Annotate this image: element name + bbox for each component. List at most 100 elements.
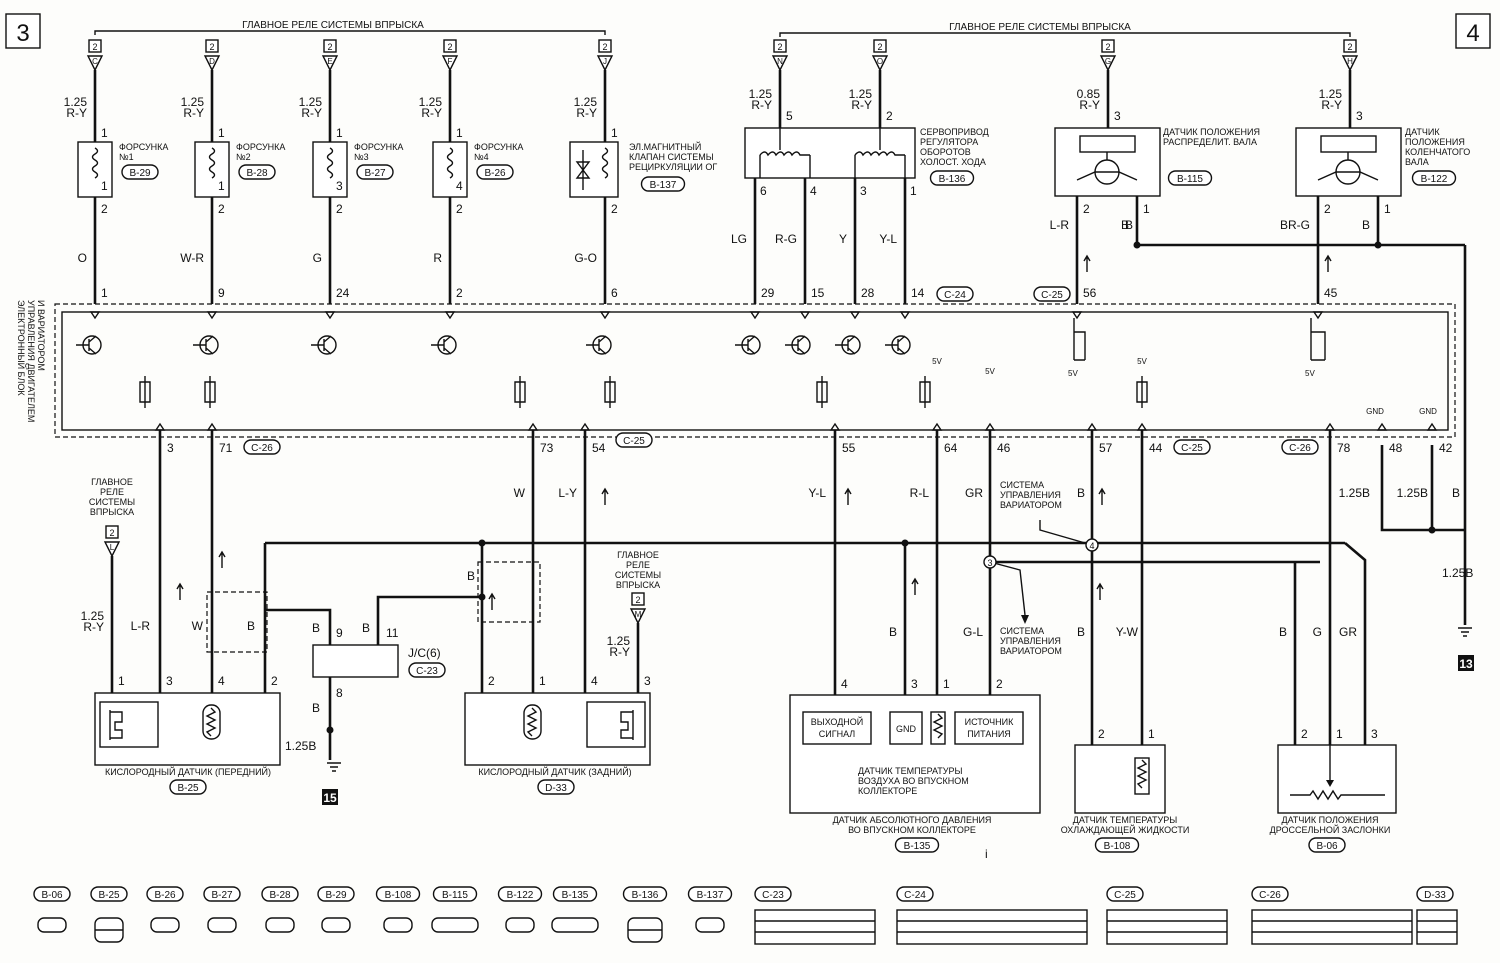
ecu-5v: 5V <box>1137 357 1147 366</box>
pin-label: 6 <box>760 184 767 198</box>
connector-tag <box>615 432 653 448</box>
connector-tag-text: C-24 <box>944 290 966 301</box>
relay-egr-pin <box>596 55 614 72</box>
wire-color: B <box>312 701 320 715</box>
relay-B-122-pin-letter: H <box>1347 57 1353 66</box>
pin-label: 2 <box>101 202 108 216</box>
pin-label: 1 <box>910 184 917 198</box>
legend-connector-tag-text: B-115 <box>442 890 468 901</box>
svg-text:ДАТЧИК ТЕМПЕРАТУРЫ: ДАТЧИК ТЕМПЕРАТУРЫ <box>858 766 962 776</box>
pin-label: 4 <box>591 674 598 688</box>
ecu-pin: 3 <box>167 441 174 455</box>
legend-connector-tag <box>261 886 299 902</box>
pin-label: 1 <box>1336 727 1343 741</box>
injector-name: ФОРСУНКА <box>354 142 403 152</box>
wire-color: R-L <box>910 486 930 500</box>
wire-color: B <box>1362 218 1370 232</box>
pin-label: 2 <box>271 674 278 688</box>
legend-connector-tag <box>90 886 128 902</box>
svg-text:ВО ВПУСКНОМ КОЛЛЕКТОРЕ: ВО ВПУСКНОМ КОЛЛЕКТОРЕ <box>848 825 976 835</box>
wire-size-label: 0.85 <box>1077 87 1101 101</box>
relay-injector-4-pin <box>441 55 459 72</box>
svg-text:ДАТЧИК ПОЛОЖЕНИЯ: ДАТЧИК ПОЛОЖЕНИЯ <box>1282 815 1379 825</box>
ground-15: 15 <box>322 762 341 805</box>
pin-label: 1 <box>1384 202 1391 216</box>
ecu-pin: 6 <box>611 286 618 300</box>
wire-size-label: 1.25 <box>607 634 631 648</box>
injector-number: №1 <box>119 152 134 162</box>
legend-connector-tag <box>33 886 71 902</box>
wire-size-label: R-Y <box>183 106 204 120</box>
relay-injector-2-num-box <box>205 39 219 53</box>
connector-tag <box>929 170 975 186</box>
injector-name: ФОРСУНКА <box>119 142 168 152</box>
svg-text:ВАРИАТОРОМ: ВАРИАТОРОМ <box>1000 646 1062 656</box>
relay-B-122-num: 2 <box>1347 42 1352 52</box>
connector-face-B-115 <box>431 917 479 933</box>
connector-tag <box>169 779 207 795</box>
egr-solenoid-body <box>569 141 619 198</box>
pin-label: 2 <box>886 109 893 123</box>
ecu-pin: 54 <box>592 441 606 455</box>
connector-tag-text: B-137 <box>650 180 677 191</box>
legend-connector-tag-text: C-25 <box>1114 890 1136 901</box>
legend-connector-tag-text: D-33 <box>1424 890 1446 901</box>
connector-tag <box>1173 439 1211 455</box>
svg-text:УПРАВЛЕНИЯ: УПРАВЛЕНИЯ <box>1000 636 1061 646</box>
connector-face-B-26 <box>150 917 180 933</box>
connector-tag <box>1308 837 1346 853</box>
pin-label: 2 <box>611 202 618 216</box>
relay-o2-rear-num: 2 <box>635 595 640 605</box>
wire-color: W <box>192 619 204 633</box>
throttle-position-sensor: ДАТЧИК ПОЛОЖЕНИЯ ДРОССЕЛЬНОЙ ЗАСЛОНКИ <box>1270 740 1397 835</box>
wire-size-label: 1.25 <box>849 87 873 101</box>
connector-face-B-137 <box>695 917 725 933</box>
wire-color: L-R <box>1050 218 1070 232</box>
wire-size-label: R-Y <box>576 106 597 120</box>
connector-tag-text: B-26 <box>484 168 506 179</box>
legend-connector-tag <box>1251 886 1289 902</box>
svg-text:13: 13 <box>1459 657 1473 671</box>
pin-label: 4 <box>218 674 225 688</box>
wire-size-label: R-Y <box>1321 98 1342 112</box>
connector-tag-text: B-25 <box>177 783 199 794</box>
legend-connector-tag-text: C-23 <box>762 890 784 901</box>
relay-label: ГЛАВНОЕ <box>617 550 659 560</box>
servo-name: ОБОРОТОВ <box>920 147 971 157</box>
connector-tag <box>1094 837 1140 853</box>
joint-connector: J/C(6) <box>312 644 441 678</box>
injector-number: №3 <box>354 152 369 162</box>
pin-label: 3 <box>1356 109 1363 123</box>
connector-tag-text: C-25 <box>1041 290 1063 301</box>
ecu-pin: 2 <box>456 286 463 300</box>
legend-connector-tag <box>497 886 543 902</box>
relay-label: СИСТЕМЫ <box>615 570 661 580</box>
sensor-name: КОЛЕНЧАТОГО <box>1405 147 1470 157</box>
injector-4-body <box>432 141 468 198</box>
pin-label: 3 <box>911 677 918 691</box>
ecu-pin: 71 <box>219 441 233 455</box>
connector-tag-text: C-25 <box>1181 443 1203 454</box>
legend-connector-tag <box>432 886 478 902</box>
pin-label: 2 <box>488 674 495 688</box>
egr-name: КЛАПАН СИСТЕМЫ <box>629 152 714 162</box>
connector-tag <box>1167 170 1213 186</box>
junction-4 <box>1085 538 1099 552</box>
servo-name: СЕРВОПРИВОД <box>920 127 989 137</box>
connector-tag <box>238 164 276 180</box>
relay-B-122-pin <box>1341 55 1359 72</box>
wire-color: G-L <box>963 625 983 639</box>
ecu-5v: 5V <box>1305 369 1315 378</box>
legend-connector-tag <box>146 886 184 902</box>
connector-face-C-25 <box>1106 909 1228 945</box>
pin-label: 1 <box>611 126 618 140</box>
connector-tag-text: C-26 <box>1289 443 1311 454</box>
svg-text:i: i <box>985 847 988 861</box>
connector-tag-text: B-135 <box>904 841 931 852</box>
connector-tag <box>476 164 514 180</box>
wire-size-label: R-Y <box>421 106 442 120</box>
legend-connector-tag-text: B-122 <box>507 890 534 901</box>
svg-text:ВАРИАТОРОМ: ВАРИАТОРОМ <box>1000 500 1062 510</box>
svg-text:И ВАРИАТОРОМ: И ВАРИАТОРОМ <box>36 300 46 371</box>
